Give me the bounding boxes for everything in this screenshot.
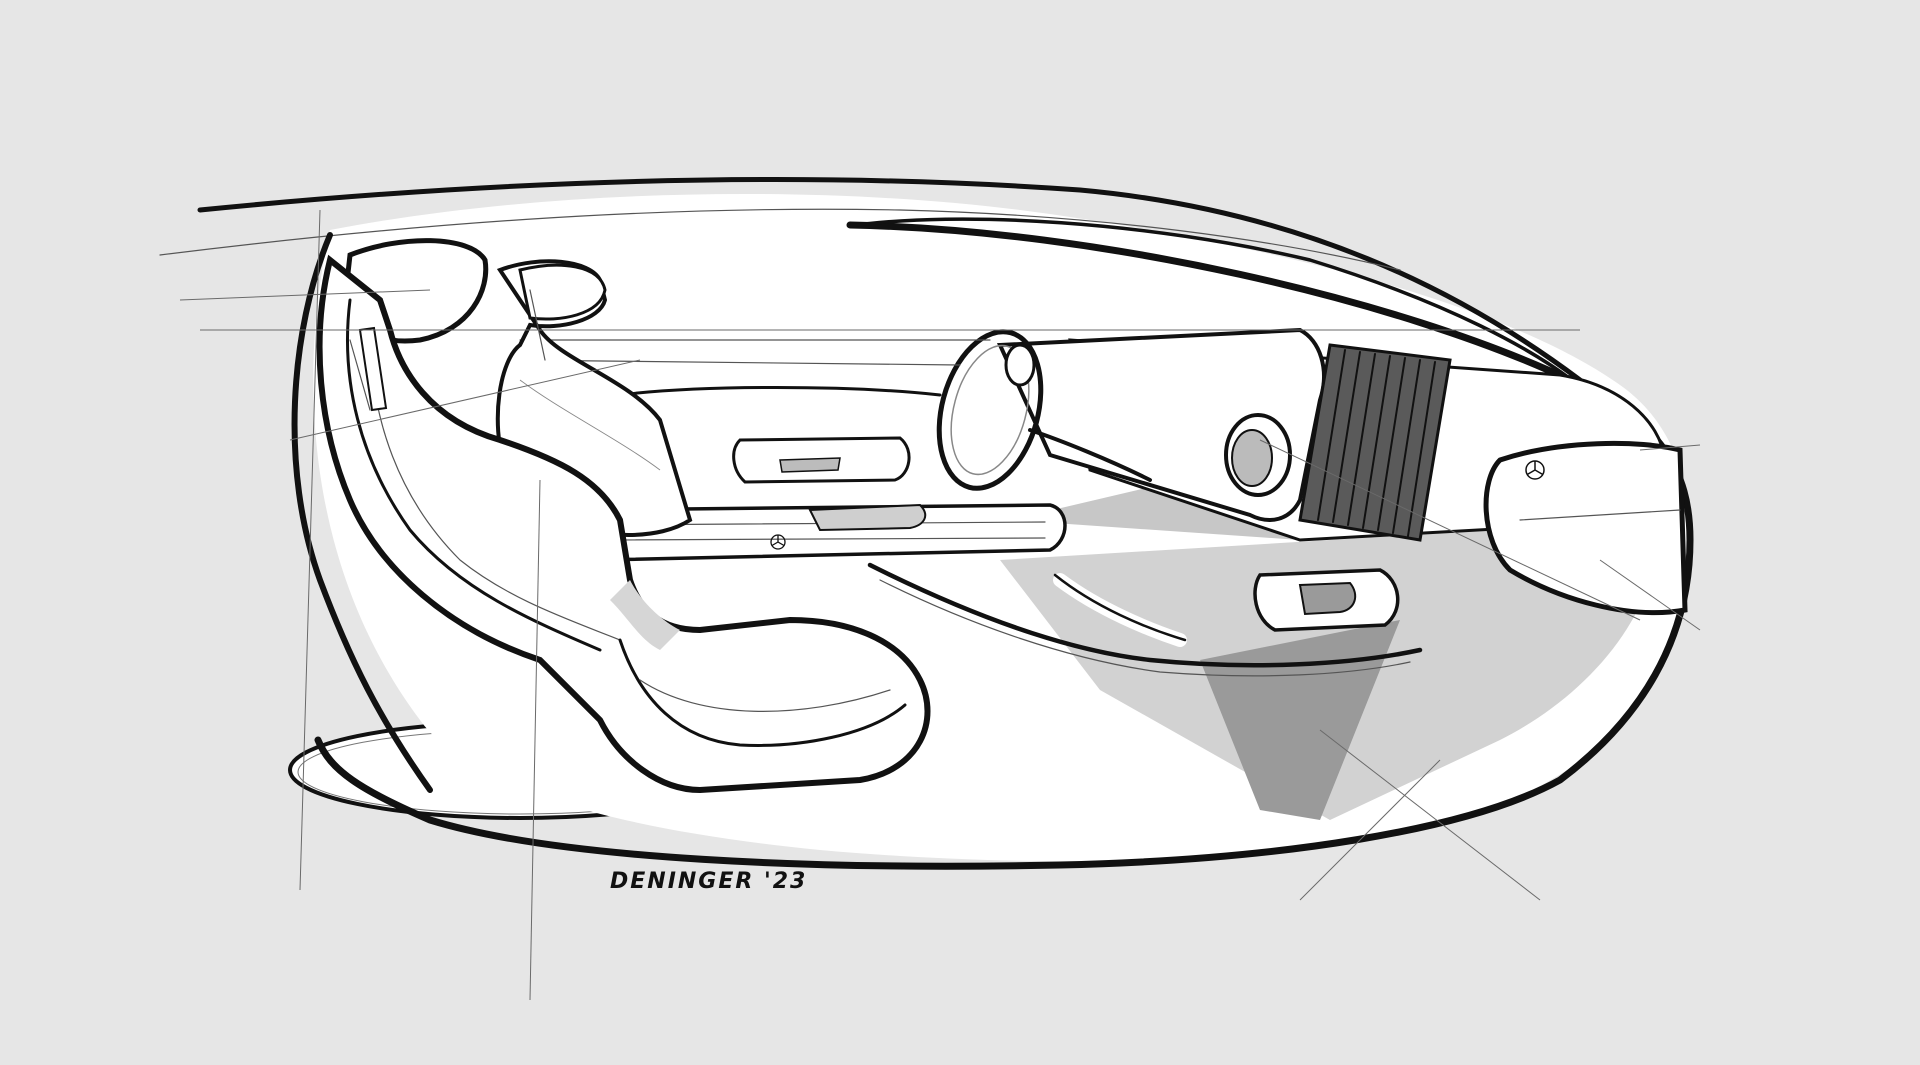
star-logo-right (1525, 460, 1545, 480)
steering-wheel (936, 329, 1152, 491)
front-seat (316, 238, 931, 794)
star-logo-console (770, 534, 786, 550)
dashboard (996, 327, 1688, 616)
vent-grille (1298, 343, 1452, 542)
construction-lines (179, 209, 1701, 1001)
door-trim (509, 339, 991, 397)
artist-signature: DENINGER '23 (610, 869, 807, 894)
